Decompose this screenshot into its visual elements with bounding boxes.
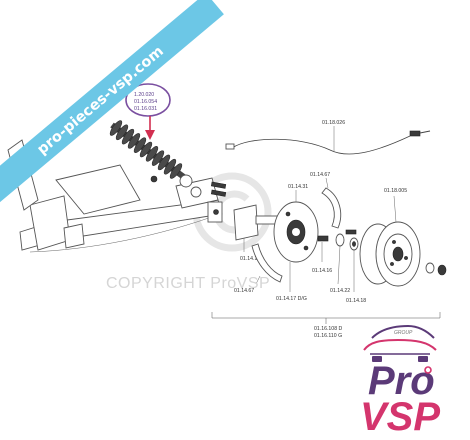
logo-pro-text: Pro	[368, 359, 435, 403]
label-backplate: 01.14.17 D/G	[276, 296, 307, 302]
spring-coil	[115, 124, 129, 141]
logo-dot-icon	[424, 366, 432, 374]
label-nut: 01.14.18	[346, 298, 366, 304]
provsp-logo: GROUP Pro VSP	[360, 324, 440, 439]
spring-coil	[157, 154, 171, 171]
label-stub: 01.14.19	[240, 256, 260, 262]
brake-shoe-bottom: 01.14.67	[234, 243, 283, 294]
label-kit-d: 01.16.108 D	[314, 326, 343, 332]
label-disc: 01.14.31	[288, 184, 308, 190]
spring-coil	[139, 141, 153, 158]
label-shoe-bottom: 01.14.67	[234, 288, 254, 294]
mounting-bolts	[207, 181, 227, 223]
brake-shoe-top: 01.14.67	[310, 172, 342, 229]
callout-code-2: 01.16.054	[134, 99, 157, 105]
spring-coil	[133, 137, 147, 153]
label-pin: 01.14.16	[312, 268, 332, 274]
shock-absorber	[82, 116, 193, 188]
spring-coil	[145, 146, 159, 162]
spring-coil	[127, 133, 141, 149]
spring-coil	[109, 120, 123, 136]
spring-coil	[163, 158, 177, 175]
handbrake-cable: 01.18.026	[225, 120, 431, 155]
car-outline-icon	[363, 324, 437, 362]
logo-group-text: GROUP	[394, 330, 413, 336]
small-hardware: 01.14.16 01.14.22 01.14.18	[312, 229, 366, 304]
label-cable: 01.18.026	[322, 120, 345, 126]
spring-coil	[169, 163, 183, 179]
spring-coil	[151, 150, 165, 166]
part-number-callout: 1.20.020 01.16.054 01.16.031	[125, 83, 171, 140]
label-kit-g: 01.16.110 G	[314, 333, 342, 339]
logo-vsp-text: VSP	[360, 395, 440, 439]
watermark-text: COPYRIGHT ProVSP	[106, 275, 270, 292]
label-washer: 01.14.22	[330, 288, 350, 294]
shock-spring-coils	[109, 120, 183, 179]
callout-code-3: 01.16.031	[134, 106, 157, 112]
label-shoe-top: 01.14.67	[310, 172, 330, 178]
brake-drum: 01.18.005	[359, 188, 447, 287]
callout-code-1: 1.20.020	[134, 92, 154, 98]
brake-backplate: 01.14.31 01.14.17 D/G	[273, 184, 319, 302]
label-drum: 01.18.005	[384, 188, 407, 194]
spring-coil	[121, 128, 135, 145]
kit-bracket: 01.16.108 D 01.16.110 G	[211, 312, 441, 339]
stub-axle: 01.14.19	[233, 204, 279, 262]
